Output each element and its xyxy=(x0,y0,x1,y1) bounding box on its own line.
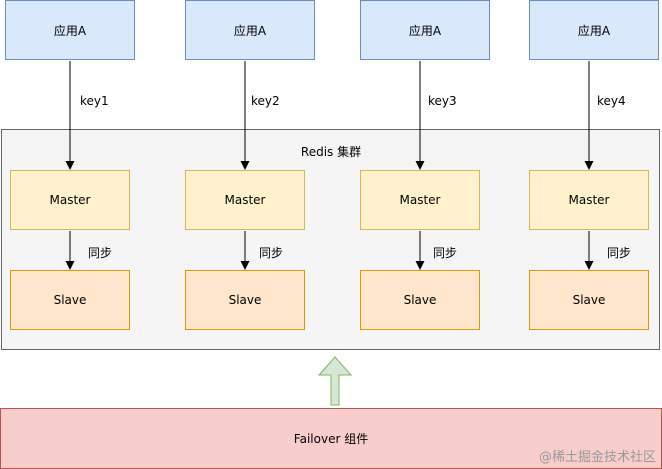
sync-label-3: 同步 xyxy=(433,246,458,260)
sync-label-2: 同步 xyxy=(259,246,284,260)
slave-node-3: Slave xyxy=(360,270,480,330)
master-node-2: Master xyxy=(185,170,305,230)
app-box-1: 应用A xyxy=(5,0,135,60)
sync-label-1: 同步 xyxy=(88,246,113,260)
master-node-3: Master xyxy=(360,170,480,230)
slave-node-2: Slave xyxy=(185,270,305,330)
app-box-3: 应用A xyxy=(360,0,490,60)
master-node-4: Master xyxy=(529,170,649,230)
watermark-text: @稀土掘金技术社区 xyxy=(538,450,656,465)
slave-node-4: Slave xyxy=(529,270,649,330)
key-label-4: key4 xyxy=(597,94,626,108)
key-label-1: key1 xyxy=(80,94,109,108)
key-label-2: key2 xyxy=(251,94,280,108)
failover-up-arrow xyxy=(317,356,353,406)
sync-label-4: 同步 xyxy=(607,246,632,260)
master-node-1: Master xyxy=(10,170,130,230)
app-box-2: 应用A xyxy=(185,0,315,60)
slave-node-1: Slave xyxy=(10,270,130,330)
key-label-3: key3 xyxy=(428,94,457,108)
cluster-title: Redis 集群 xyxy=(300,145,362,159)
app-box-4: 应用A xyxy=(529,0,659,60)
failover-label: Failover 组件 xyxy=(293,432,369,446)
failover-component: Failover 组件 xyxy=(0,408,662,469)
